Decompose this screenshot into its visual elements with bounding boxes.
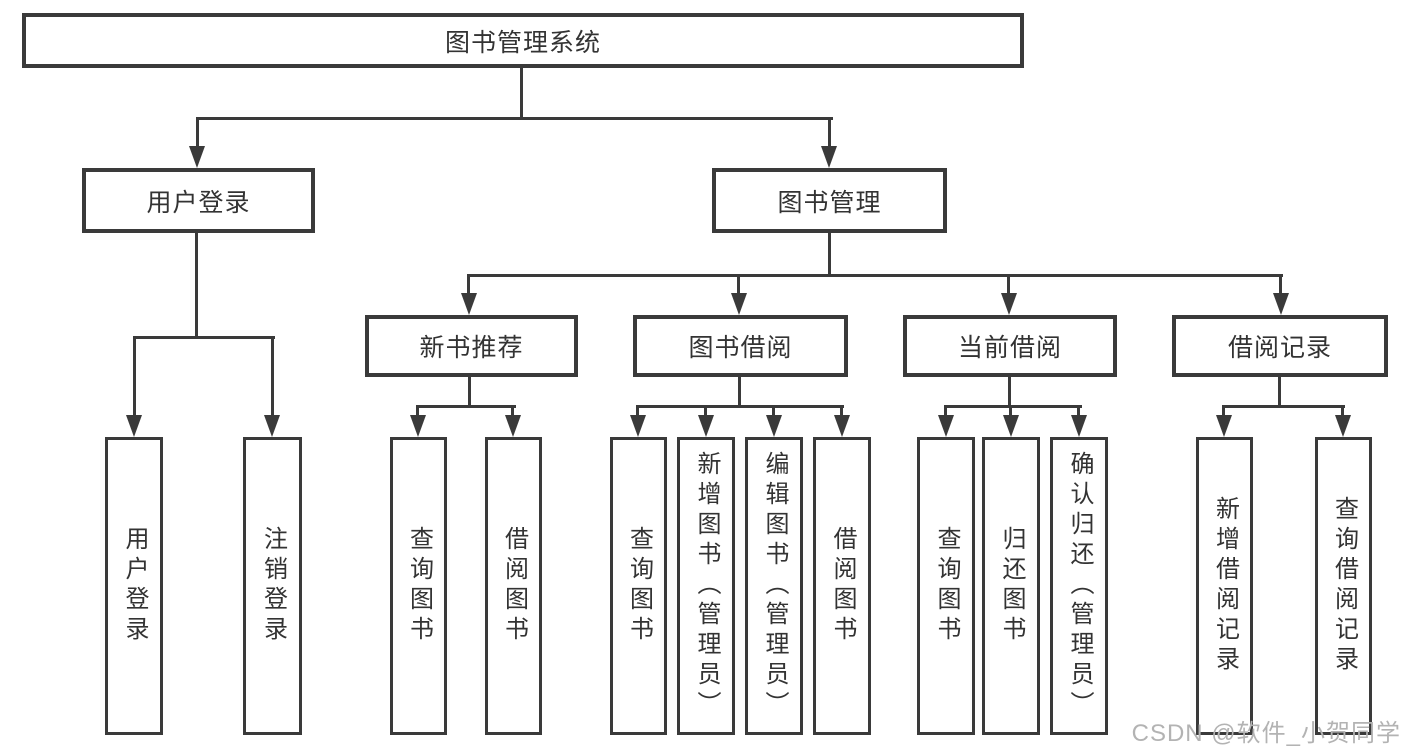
leaf-borrow-edit-book-admin-label: 编辑图书（管理员） xyxy=(761,451,788,721)
node-book-borrow: 图书借阅 xyxy=(633,315,848,377)
arrow-down-icon xyxy=(630,415,646,437)
leaf-user-login-label: 用户登录 xyxy=(121,526,148,646)
arrow-down-icon xyxy=(264,415,280,437)
leaf-records-add-record-label: 新增借阅记录 xyxy=(1211,496,1239,676)
connector-line xyxy=(828,233,831,277)
arrow-down-icon xyxy=(821,146,837,168)
connector-line xyxy=(416,405,419,418)
arrow-down-icon xyxy=(698,415,714,437)
arrow-down-icon xyxy=(1335,415,1351,437)
connector-line xyxy=(511,405,514,418)
connector-line xyxy=(828,117,831,149)
connector-line xyxy=(133,336,136,418)
connector-line xyxy=(1009,405,1012,418)
connector-line xyxy=(1341,405,1344,418)
leaf-logout: 注销登录 xyxy=(243,437,302,735)
leaf-borrow-borrow-books: 借阅图书 xyxy=(813,437,871,735)
connector-line xyxy=(468,274,1283,277)
connector-line xyxy=(1279,274,1282,296)
arrow-down-icon xyxy=(189,146,205,168)
leaf-newbook-borrow-books: 借阅图书 xyxy=(485,437,542,735)
node-user-login: 用户登录 xyxy=(82,168,315,233)
leaf-current-return-books-label: 归还图书 xyxy=(998,526,1025,646)
leaf-borrow-add-book-admin-label: 新增图书（管理员） xyxy=(693,451,720,721)
connector-line xyxy=(840,405,843,418)
connector-line xyxy=(772,405,775,418)
node-book-management-label: 图书管理 xyxy=(777,188,882,217)
arrow-down-icon xyxy=(1001,293,1017,315)
arrow-down-icon xyxy=(1071,415,1087,437)
leaf-borrow-borrow-books-label: 借阅图书 xyxy=(829,526,856,646)
arrow-down-icon xyxy=(834,415,850,437)
connector-line xyxy=(1223,405,1345,408)
node-root-label: 图书管理系统 xyxy=(444,28,601,57)
leaf-borrow-query-books: 查询图书 xyxy=(610,437,667,735)
leaf-newbook-borrow-books-label: 借阅图书 xyxy=(500,526,528,646)
connector-line xyxy=(704,405,707,418)
node-borrow-records: 借阅记录 xyxy=(1172,315,1388,377)
arrow-down-icon xyxy=(938,415,954,437)
leaf-newbook-query-books: 查询图书 xyxy=(390,437,447,735)
connector-line xyxy=(468,377,471,408)
node-user-login-label: 用户登录 xyxy=(146,188,251,217)
leaf-records-add-record: 新增借阅记录 xyxy=(1196,437,1253,735)
node-book-borrow-label: 图书借阅 xyxy=(688,334,793,362)
arrow-down-icon xyxy=(766,415,782,437)
connector-line xyxy=(195,233,198,339)
node-book-management: 图书管理 xyxy=(712,168,947,233)
arrow-down-icon xyxy=(1003,415,1019,437)
connector-line xyxy=(737,274,740,296)
node-borrow-records-label: 借阅记录 xyxy=(1227,334,1332,362)
leaf-newbook-query-books-label: 查询图书 xyxy=(405,526,433,646)
connector-line xyxy=(944,405,1082,408)
node-root: 图书管理系统 xyxy=(22,13,1024,68)
leaf-records-query-record-label: 查询借阅记录 xyxy=(1330,496,1358,676)
arrow-down-icon xyxy=(731,293,747,315)
connector-line xyxy=(467,274,470,296)
connector-line xyxy=(133,336,275,339)
leaf-borrow-add-book-admin: 新增图书（管理员） xyxy=(677,437,735,735)
leaf-current-confirm-return-admin-label: 确认归还（管理员） xyxy=(1066,451,1093,721)
arrow-down-icon xyxy=(505,415,521,437)
connector-line xyxy=(1077,405,1080,418)
leaf-current-confirm-return-admin: 确认归还（管理员） xyxy=(1050,437,1108,735)
leaf-borrow-query-books-label: 查询图书 xyxy=(625,526,653,646)
leaf-logout-label: 注销登录 xyxy=(259,526,287,646)
arrow-down-icon xyxy=(1216,415,1232,437)
csdn-watermark: CSDN @软件_小贺同学 xyxy=(1131,720,1401,747)
connector-line xyxy=(1278,377,1281,408)
connector-line xyxy=(417,405,516,408)
node-current-borrow-label: 当前借阅 xyxy=(957,334,1062,362)
leaf-current-query-books-label: 查询图书 xyxy=(933,526,960,646)
leaf-records-query-record: 查询借阅记录 xyxy=(1315,437,1372,735)
connector-line xyxy=(1222,405,1225,418)
connector-line xyxy=(271,336,274,418)
node-current-borrow: 当前借阅 xyxy=(903,315,1117,377)
connector-line xyxy=(1008,377,1011,408)
leaf-borrow-edit-book-admin: 编辑图书（管理员） xyxy=(745,437,803,735)
arrow-down-icon xyxy=(1273,293,1289,315)
connector-line xyxy=(196,117,199,149)
connector-line xyxy=(636,405,639,418)
arrow-down-icon xyxy=(126,415,142,437)
leaf-current-return-books: 归还图书 xyxy=(982,437,1040,735)
node-new-book-recommend: 新书推荐 xyxy=(365,315,578,377)
leaf-user-login: 用户登录 xyxy=(105,437,163,735)
arrow-down-icon xyxy=(410,415,426,437)
connector-line xyxy=(944,405,947,418)
leaf-current-query-books: 查询图书 xyxy=(917,437,975,735)
node-new-book-recommend-label: 新书推荐 xyxy=(419,334,524,362)
connector-line xyxy=(1007,274,1010,296)
connector-line xyxy=(520,68,523,119)
connector-line xyxy=(196,117,833,120)
connector-line xyxy=(637,405,844,408)
arrow-down-icon xyxy=(461,293,477,315)
connector-line xyxy=(738,377,741,408)
